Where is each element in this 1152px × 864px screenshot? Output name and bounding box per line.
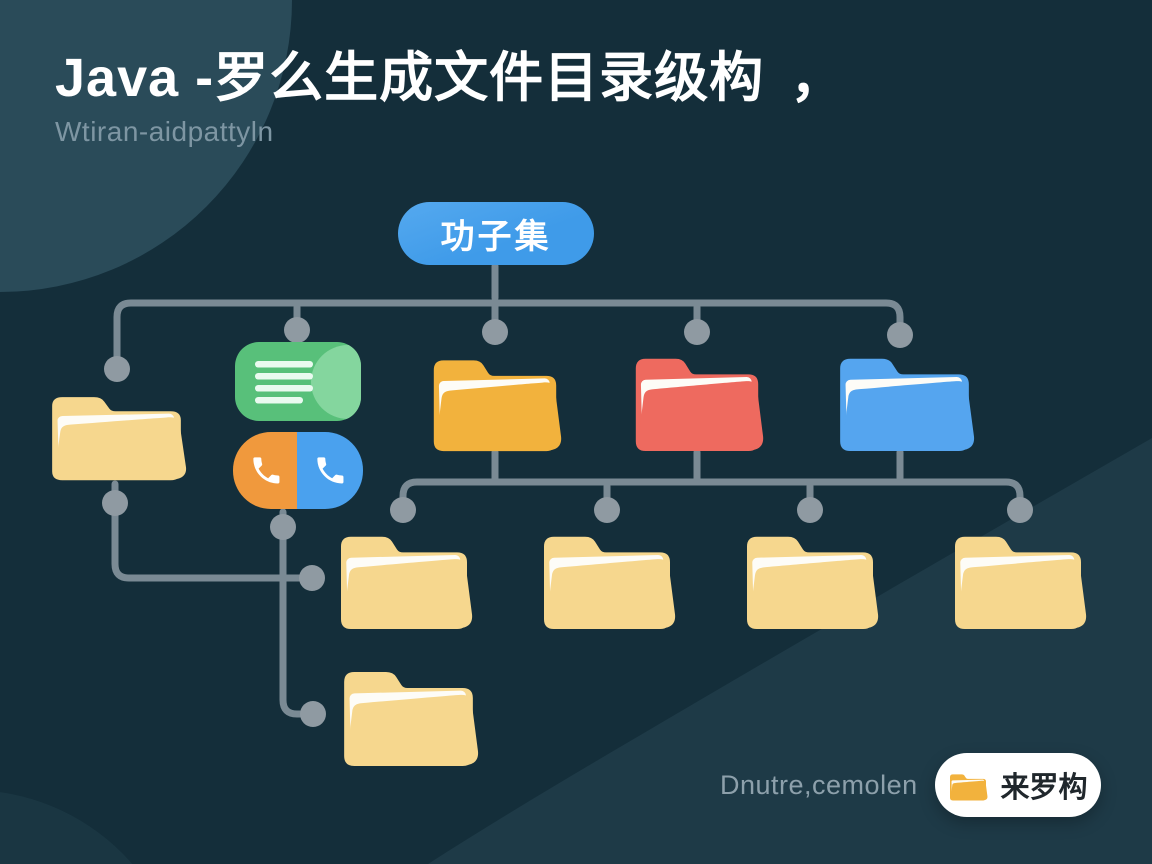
page-title: Java -罗么生成文件目录级构 ，	[55, 48, 845, 108]
phone-card	[233, 432, 363, 509]
connector-phone-elbow	[279, 508, 304, 718]
page-title-text: Java -罗么生成文件目录级构	[55, 48, 765, 108]
legend-label: 来罗构	[1000, 772, 1088, 804]
subfolder-4	[948, 521, 1088, 631]
junction-dots	[102, 317, 1033, 727]
subfolder-5	[337, 656, 480, 768]
folder-blue	[833, 343, 976, 453]
list-card	[235, 342, 361, 421]
connector-trunk-level1	[113, 299, 904, 364]
subfolder-2	[537, 521, 677, 631]
header: Java -罗么生成文件目录级构 ， Wtiran-aidpattyln	[55, 48, 845, 148]
subfolder-3	[740, 521, 880, 631]
page-subtitle: Wtiran-aidpattyln	[55, 116, 274, 148]
background-curve-top-left	[0, 0, 292, 292]
legend-pill: 来罗构	[935, 753, 1101, 817]
folder-red	[629, 343, 765, 453]
watermark-text: Dnutre,cemolen	[720, 770, 918, 800]
background-curve-bottom-left	[0, 792, 133, 864]
folder-left	[45, 383, 188, 482]
connector-trunk-level2	[399, 478, 1024, 505]
connector-left-elbow	[111, 480, 303, 582]
folder-icon	[948, 770, 988, 801]
subfolder-1	[334, 521, 474, 631]
page-title-mark: ，	[790, 48, 846, 108]
root-node-label: 功子集	[440, 218, 552, 256]
root-node: 功子集	[398, 202, 594, 265]
folder-orange	[427, 345, 563, 453]
